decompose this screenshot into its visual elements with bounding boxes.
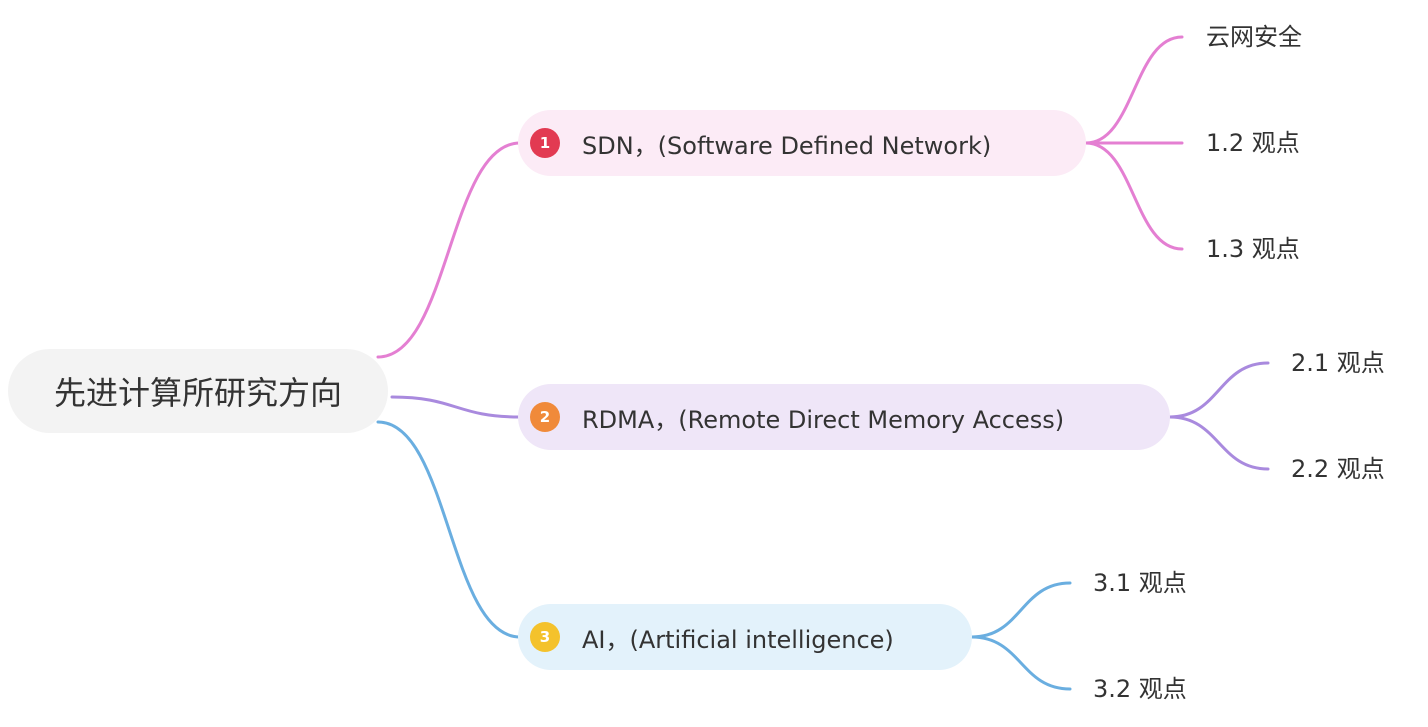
subtopic-3-1[interactable]: 3.1 观点 [1093,569,1187,597]
subtopic-1-2[interactable]: 1.2 观点 [1206,129,1300,157]
connector-root-branch-2 [390,395,522,419]
branch-topic-ai[interactable]: 3 AI，(Artificial intelligence) [518,604,972,670]
root-topic-label: 先进计算所研究方向 [53,374,342,412]
subtopic-3-2[interactable]: 3.2 观点 [1093,675,1187,703]
priority-2-icon: 2 [530,402,560,432]
subtopic-2-2[interactable]: 2.2 观点 [1291,455,1385,483]
connector-branch-1-leaf [1084,141,1184,251]
connector-branch-3-leaf [970,635,1072,691]
branch-topic-label: AI，(Artificial intelligence) [582,625,894,654]
subtopic-1-3[interactable]: 1.3 观点 [1206,235,1300,263]
priority-3-icon: 3 [530,622,560,652]
connector-branch-1-leaf [1084,35,1184,145]
subtopic-2-1[interactable]: 2.1 观点 [1291,349,1385,377]
branch-topic-sdn[interactable]: 1 SDN，(Software Defined Network) [518,110,1086,176]
connector-branch-3-leaf [970,581,1072,639]
branch-topic-rdma[interactable]: 2 RDMA，(Remote Direct Memory Access) [518,384,1170,450]
root-topic[interactable]: 先进计算所研究方向 [8,349,388,433]
connector-root-branch-1 [376,141,522,359]
connector-branch-2-leaf [1168,415,1270,471]
branch-topic-label: SDN，(Software Defined Network) [582,131,992,160]
subtopic-cloud-security[interactable]: 云网安全 [1206,23,1302,51]
priority-1-icon: 1 [530,128,560,158]
connector-branch-2-leaf [1168,361,1270,419]
branch-topic-label: RDMA，(Remote Direct Memory Access) [582,405,1065,434]
connector-root-branch-3 [376,420,522,639]
